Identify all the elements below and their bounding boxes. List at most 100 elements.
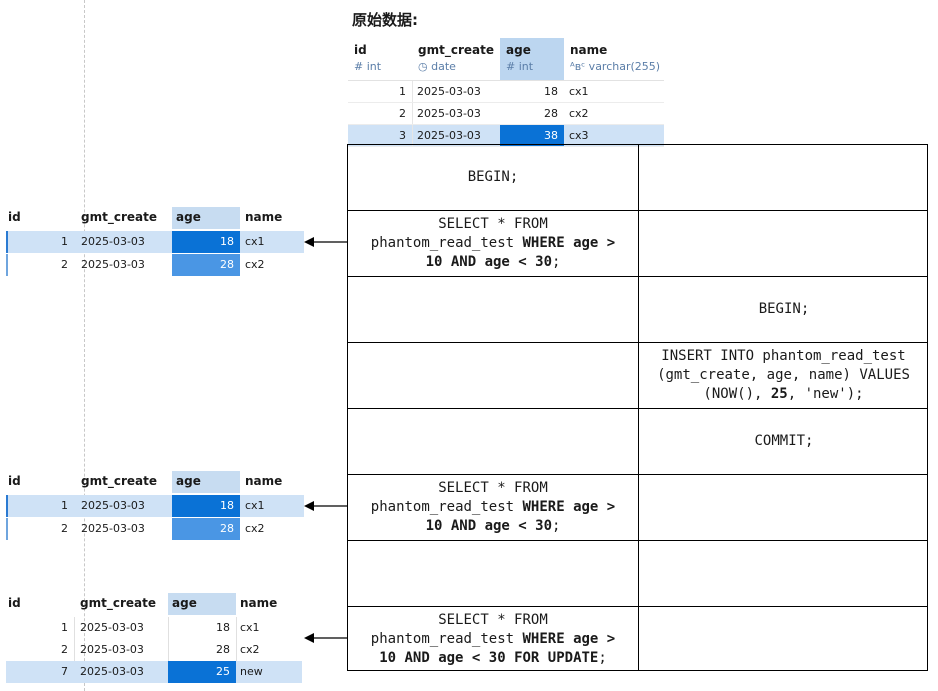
cell-name[interactable]: cx1	[240, 621, 260, 634]
column-header-id[interactable]: id # int	[348, 38, 412, 80]
sql-text: (gmt_create, age, name) VALUES	[657, 367, 910, 383]
table-row-selected[interactable]: 3 2025-03-03 38 cx3	[348, 125, 664, 147]
transaction-steps-grid: BEGIN; SELECT * FROM phantom_read_test W…	[347, 144, 928, 671]
row-index: 1	[399, 85, 406, 98]
sql-text: ;	[598, 649, 607, 666]
cell-name[interactable]: cx2	[569, 107, 589, 120]
header-name[interactable]: name	[245, 474, 283, 488]
sql-text: SELECT * FROM	[438, 611, 548, 628]
sql-keyword: 10 AND age < 30	[425, 254, 552, 270]
cell-age[interactable]: 18	[216, 621, 230, 634]
column-type: # int	[354, 60, 382, 73]
cell-age[interactable]: 28	[544, 107, 558, 120]
cell-age[interactable]: 18	[544, 85, 558, 98]
step-t1-select-2: SELECT * FROM phantom_read_test WHERE ag…	[348, 475, 638, 540]
cell-gmt-create[interactable]: 2025-03-03	[417, 107, 481, 120]
cell-name[interactable]: cx1	[569, 85, 589, 98]
sql-text: , 'new');	[787, 386, 864, 402]
header-age[interactable]: age	[168, 593, 236, 615]
cell-gmt-create[interactable]: 2025-03-03	[81, 258, 145, 271]
row-marker	[6, 254, 8, 276]
original-data-title: 原始数据:	[352, 11, 418, 29]
cell-name[interactable]: cx2	[240, 643, 260, 656]
sql-text: SELECT * FROM	[438, 480, 548, 496]
sql-value: 25	[770, 386, 788, 402]
step-t1-select-for-update: SELECT * FROM phantom_read_test WHERE ag…	[348, 607, 638, 671]
cell-gmt-create[interactable]: 2025-03-03	[81, 499, 145, 512]
step-t2-begin: BEGIN;	[639, 277, 929, 342]
header-id[interactable]: id	[8, 210, 21, 224]
cell-gmt-create[interactable]: 2025-03-03	[417, 129, 481, 142]
cell-age-selected[interactable]: 28	[172, 254, 240, 276]
column-header-name[interactable]: name ᴬʙᶜ varchar(255)	[564, 38, 664, 80]
sql-text: ;	[552, 518, 561, 534]
cell-age-selected[interactable]: 28	[172, 518, 240, 540]
arrow-left-icon	[304, 501, 347, 511]
column-name: gmt_create	[418, 43, 494, 57]
cell-age-selected[interactable]: 18	[172, 495, 240, 517]
column-type: # int	[506, 60, 534, 73]
sql-text: BEGIN;	[758, 301, 810, 317]
header-name[interactable]: name	[245, 210, 283, 224]
row-index: 1	[61, 235, 68, 248]
sql-keyword: 10 AND age < 30 FOR UPDATE	[379, 649, 599, 666]
step-t1-begin: BEGIN;	[348, 145, 638, 210]
column-name: age	[506, 43, 531, 57]
column-header-age[interactable]: age # int	[500, 38, 564, 80]
column-name: name	[570, 43, 608, 57]
cell-gmt-create[interactable]: 2025-03-03	[80, 643, 144, 656]
table-row[interactable]: 1 2025-03-03 18 cx1	[348, 81, 664, 103]
cell-gmt-create[interactable]: 2025-03-03	[81, 235, 145, 248]
column-name: id	[354, 43, 367, 57]
cell-gmt-create[interactable]: 2025-03-03	[81, 522, 145, 535]
cell-name[interactable]: cx1	[245, 499, 265, 512]
row-index: 7	[61, 665, 68, 678]
cell-name[interactable]: cx2	[245, 522, 265, 535]
header-id[interactable]: id	[8, 596, 21, 610]
sql-text: phantom_read_test	[370, 235, 523, 251]
cell-age-selected[interactable]: 38	[500, 125, 564, 146]
cell-name[interactable]: cx1	[245, 235, 265, 248]
sql-text: BEGIN;	[467, 169, 519, 185]
row-index: 3	[399, 129, 406, 142]
result-table-3: id gmt_create age name 1 2025-03-03 18 c…	[6, 593, 302, 685]
step-t2-commit: COMMIT;	[639, 409, 929, 474]
header-id[interactable]: id	[8, 474, 21, 488]
sql-keyword: WHERE age >	[522, 630, 616, 647]
cell-age[interactable]: 28	[216, 643, 230, 656]
table-row[interactable]: 2 2025-03-03 28 cx2	[348, 103, 664, 125]
sql-text: COMMIT;	[754, 433, 814, 449]
cell-gmt-create[interactable]: 2025-03-03	[80, 621, 144, 634]
row-index: 2	[61, 643, 68, 656]
result-table-2: id gmt_create age name 1 2025-03-03 18 c…	[6, 471, 304, 541]
row-index: 2	[61, 258, 68, 271]
cell-gmt-create[interactable]: 2025-03-03	[80, 665, 144, 678]
row-index: 2	[399, 107, 406, 120]
original-data-table: id # int gmt_create ◷ date age # int nam…	[348, 38, 664, 147]
header-name[interactable]: name	[240, 596, 278, 610]
result-table-1: id gmt_create age name 1 2025-03-03 18 c…	[6, 207, 304, 277]
column-type: ◷ date	[418, 60, 456, 73]
sql-keyword: WHERE age >	[522, 499, 616, 515]
cell-name[interactable]: new	[240, 665, 263, 678]
header-age[interactable]: age	[172, 207, 240, 229]
sql-text: INSERT INTO phantom_read_test	[661, 348, 906, 364]
cell-age-selected[interactable]: 18	[172, 231, 240, 253]
cell-name[interactable]: cx2	[245, 258, 265, 271]
header-gmt-create[interactable]: gmt_create	[80, 596, 156, 610]
cell-age-selected[interactable]: 25	[168, 661, 236, 683]
dashed-guide-line	[84, 0, 85, 691]
column-type: ᴬʙᶜ varchar(255)	[570, 60, 661, 73]
header-gmt-create[interactable]: gmt_create	[81, 474, 157, 488]
row-index: 1	[61, 621, 68, 634]
row-index: 1	[61, 499, 68, 512]
row-index: 2	[61, 522, 68, 535]
cell-gmt-create[interactable]: 2025-03-03	[417, 85, 481, 98]
cell-name[interactable]: cx3	[569, 129, 589, 142]
header-age[interactable]: age	[172, 471, 240, 493]
sql-text: phantom_read_test	[370, 630, 523, 647]
arrow-left-icon	[304, 237, 347, 247]
column-header-gmt-create[interactable]: gmt_create ◷ date	[412, 38, 500, 80]
header-gmt-create[interactable]: gmt_create	[81, 210, 157, 224]
original-table-header: id # int gmt_create ◷ date age # int nam…	[348, 38, 664, 81]
